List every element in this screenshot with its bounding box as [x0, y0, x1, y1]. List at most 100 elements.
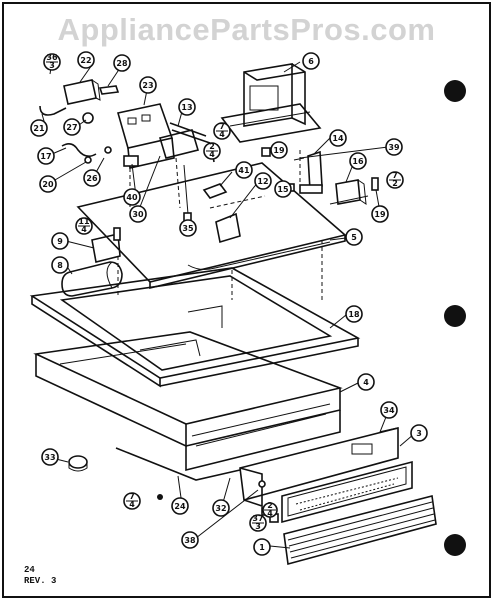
callout-21: 21: [30, 119, 48, 137]
callout-32: 32: [212, 499, 230, 517]
callout-18: 18: [345, 305, 363, 323]
callout-20: 20: [39, 175, 57, 193]
svg-text:15: 15: [277, 185, 289, 194]
svg-text:1: 1: [259, 543, 265, 552]
svg-text:33: 33: [44, 453, 55, 462]
svg-text:3: 3: [416, 429, 422, 438]
revision-label: REV. 3: [24, 576, 57, 586]
binder-hole-middle: [444, 305, 466, 327]
svg-text:5: 5: [351, 233, 357, 242]
svg-text:19: 19: [374, 210, 386, 219]
callout-38: 38: [181, 531, 199, 549]
svg-text:2: 2: [267, 501, 273, 510]
svg-text:37: 37: [252, 514, 263, 523]
screw-19: [371, 177, 379, 191]
svg-text:32: 32: [215, 504, 226, 513]
callout-16: 16: [349, 152, 367, 170]
callout-9: 9: [51, 232, 69, 250]
callout-27: 27: [63, 118, 81, 136]
callout-bubbles: 22 28 23 6 21 27 13 17 26 20 40 30 35 41…: [30, 51, 428, 556]
svg-text:13: 13: [181, 103, 192, 112]
svg-text:40: 40: [126, 193, 138, 202]
svg-text:19: 19: [273, 146, 285, 155]
screw-cup-33: [68, 455, 88, 469]
callout-28: 28: [113, 54, 131, 72]
callout-40: 40: [123, 188, 141, 206]
callout-41: 41: [235, 161, 253, 179]
transformer: [220, 63, 322, 143]
callout-35: 35: [179, 219, 197, 237]
svg-text:26: 26: [86, 174, 98, 183]
svg-text:12: 12: [257, 177, 268, 186]
svg-text:4: 4: [129, 500, 135, 509]
svg-text:14: 14: [332, 134, 344, 143]
callout-22: 22: [77, 51, 95, 69]
terminal-block-26: [123, 155, 139, 167]
callout-17: 17: [37, 147, 55, 165]
svg-text:22: 22: [80, 56, 91, 65]
svg-text:21: 21: [33, 124, 45, 133]
page-number: 24: [24, 565, 35, 575]
bracket-41: [202, 183, 228, 199]
binder-hole-top: [444, 80, 466, 102]
svg-text:38: 38: [184, 536, 196, 545]
callout-3: 3: [410, 424, 428, 442]
callout-24: 24: [171, 497, 189, 515]
fraction-11-4: 114: [75, 217, 93, 235]
svg-text:8: 8: [57, 261, 63, 270]
svg-text:4: 4: [209, 150, 215, 159]
base-pan-4: [33, 331, 343, 472]
svg-text:6: 6: [308, 57, 314, 66]
page-footer: 24 REV. 3: [24, 565, 56, 587]
callout-4: 4: [357, 373, 375, 391]
power-cord: [39, 105, 67, 116]
svg-text:2: 2: [209, 142, 215, 151]
callout-14: 14: [329, 129, 347, 147]
svg-text:23: 23: [142, 81, 153, 90]
svg-text:41: 41: [238, 166, 250, 175]
callout-19: 19: [270, 141, 288, 159]
capacitor-bracket: [91, 233, 121, 263]
svg-text:24: 24: [174, 502, 186, 511]
svg-text:7: 7: [392, 171, 398, 180]
svg-text:7: 7: [129, 492, 135, 501]
callout-12: 12: [254, 172, 272, 190]
mounting-plate: [76, 162, 347, 290]
svg-text:39: 39: [388, 143, 400, 152]
screw-7: [157, 494, 163, 500]
svg-text:28: 28: [116, 59, 128, 68]
svg-text:34: 34: [383, 406, 395, 415]
thermostat-base: [299, 184, 323, 194]
svg-text:20: 20: [42, 180, 54, 189]
fraction-37-3: 373: [249, 514, 267, 532]
svg-text:2: 2: [392, 179, 398, 188]
svg-text:4: 4: [219, 130, 225, 139]
callout-19b: 19: [371, 205, 389, 223]
trim-strip-24: [115, 447, 241, 481]
callout-5: 5: [345, 228, 363, 246]
svg-text:4: 4: [267, 509, 273, 518]
fraction-2-4-bottom: 24: [262, 501, 278, 518]
binder-hole-bottom: [444, 534, 466, 556]
callout-23: 23: [139, 76, 157, 94]
svg-text:3: 3: [49, 61, 55, 70]
svg-text:30: 30: [132, 210, 144, 219]
svg-text:18: 18: [348, 310, 360, 319]
svg-text:4: 4: [363, 378, 369, 387]
svg-text:16: 16: [352, 157, 364, 166]
bracket-12: [215, 212, 241, 244]
callout-39: 39: [385, 138, 403, 156]
svg-text:11: 11: [78, 217, 90, 226]
callout-30: 30: [129, 205, 147, 223]
callout-13: 13: [178, 98, 196, 116]
grille-assembly: [239, 426, 413, 524]
svg-text:3: 3: [255, 522, 261, 531]
svg-text:4: 4: [81, 225, 87, 234]
louver-panel: [283, 495, 437, 566]
svg-text:17: 17: [40, 152, 51, 161]
svg-text:27: 27: [66, 123, 77, 132]
fraction-7-4-top: 74: [213, 122, 231, 140]
